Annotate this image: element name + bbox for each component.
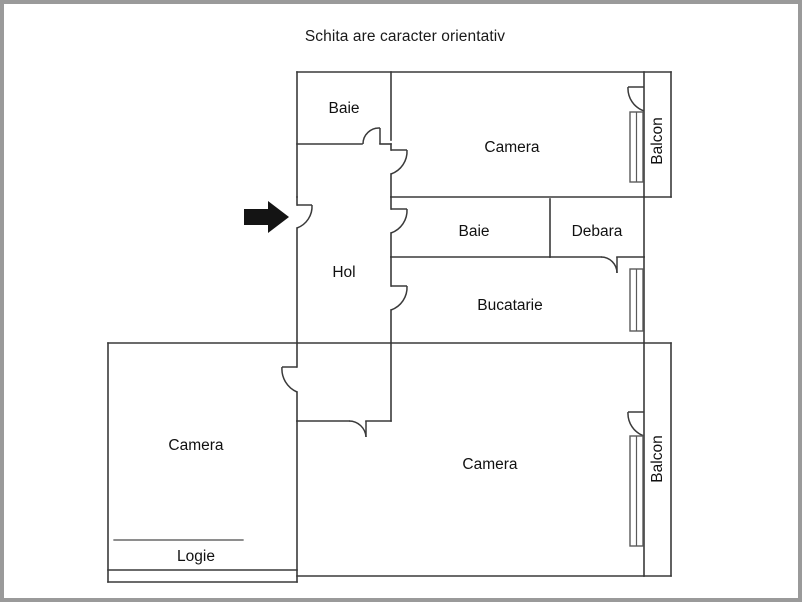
- room-label-balcon-bot: Balcon: [649, 435, 666, 482]
- room-label-camera-left: Camera: [168, 437, 224, 454]
- page-title: Schita are caracter orientativ: [304, 28, 506, 45]
- wall-group-hol: [281, 196, 392, 438]
- wall-group-camera-top: [390, 143, 645, 198]
- room-label-debara: Debara: [572, 223, 623, 240]
- room-label-baie-top: Baie: [328, 100, 359, 117]
- room-label-bucatarie: Bucatarie: [477, 297, 542, 314]
- room-label-balcon-top: Balcon: [649, 117, 666, 164]
- room-label-camera-top: Camera: [484, 139, 540, 156]
- wall-group-camera-left: [107, 342, 298, 583]
- door-entrance-arc: [296, 204, 313, 229]
- wall-group-baie-top: [296, 71, 392, 198]
- entrance-arrow: [244, 201, 289, 233]
- floor-plan-drawing: Baie Camera Balcon Hol Baie Debara Bucat…: [107, 71, 672, 583]
- wall-group-bucatarie: [296, 256, 672, 344]
- door-camera-top-arc: [390, 149, 408, 175]
- balcon-top-group: [627, 86, 645, 183]
- wall-group-camera-bot: [296, 342, 672, 577]
- entrance-arrow-shape: [244, 201, 289, 233]
- door-baie-mid-arc: [390, 208, 408, 234]
- room-label-hol: Hol: [332, 264, 355, 281]
- door-camera-left-arc: [281, 366, 298, 393]
- wall-group-top: [296, 71, 672, 198]
- room-label-baie-mid: Baie: [458, 223, 489, 240]
- wall-group-middle: [390, 196, 645, 274]
- door-balcon-top-arc: [627, 86, 645, 112]
- door-camera-bot-arc: [348, 420, 367, 438]
- door-debara-arc: [600, 256, 618, 274]
- room-label-logie: Logie: [177, 548, 215, 565]
- room-label-camera-bot: Camera: [462, 456, 518, 473]
- door-balcon-bot-arc: [627, 411, 645, 437]
- door-bucatarie-arc: [390, 285, 408, 311]
- door-baie-top-arc: [362, 127, 381, 145]
